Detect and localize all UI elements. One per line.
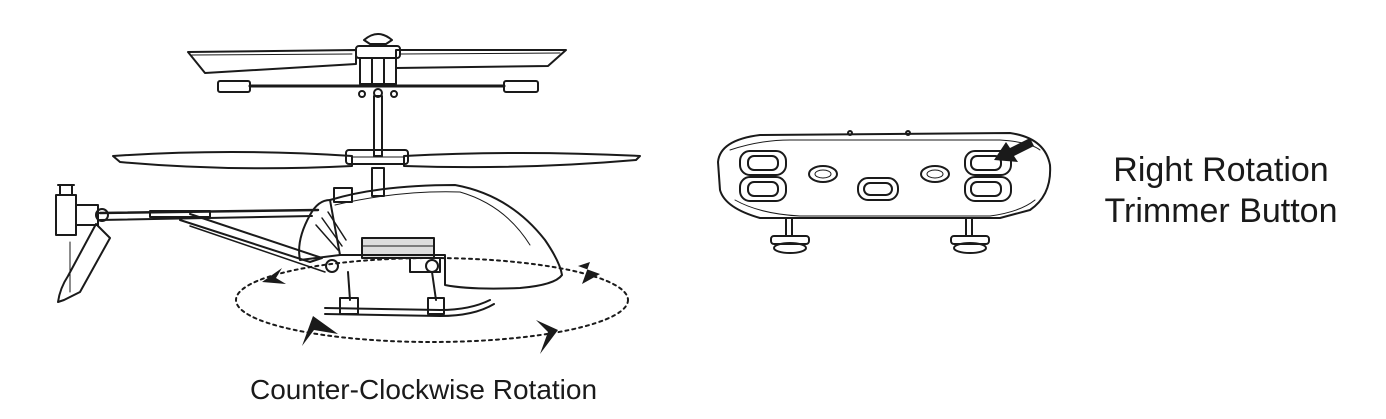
arrowhead-icon (578, 262, 600, 284)
rotation-path (235, 257, 629, 343)
helicopter-illustration (55, 33, 641, 354)
remote-illustration (717, 130, 1052, 254)
trimmer-caption-line1: Right Rotation (1113, 151, 1329, 189)
arrowhead-icon (302, 316, 338, 346)
arrowhead-icon (536, 320, 558, 354)
fuselage (298, 184, 563, 290)
top-rotor (187, 33, 567, 85)
tail-boom (98, 208, 326, 273)
direction-arrows (262, 262, 600, 354)
left-buttons (739, 150, 787, 202)
arrowhead-icon (262, 268, 286, 284)
landing-skids (324, 271, 495, 317)
remote-sticks (770, 217, 990, 254)
rotation-caption: Counter-Clockwise Rotation (250, 374, 598, 405)
stabilizer-bar (217, 80, 539, 98)
trimmer-caption: Right Rotation Trimmer Button (1096, 150, 1346, 232)
pointer-arrow-icon (994, 138, 1034, 162)
lower-rotor (112, 149, 641, 170)
tail-rotor (55, 184, 111, 303)
right-buttons (964, 150, 1012, 202)
trimmer-caption-line2: Trimmer Button (1104, 192, 1338, 230)
rotor-mast (371, 95, 385, 197)
